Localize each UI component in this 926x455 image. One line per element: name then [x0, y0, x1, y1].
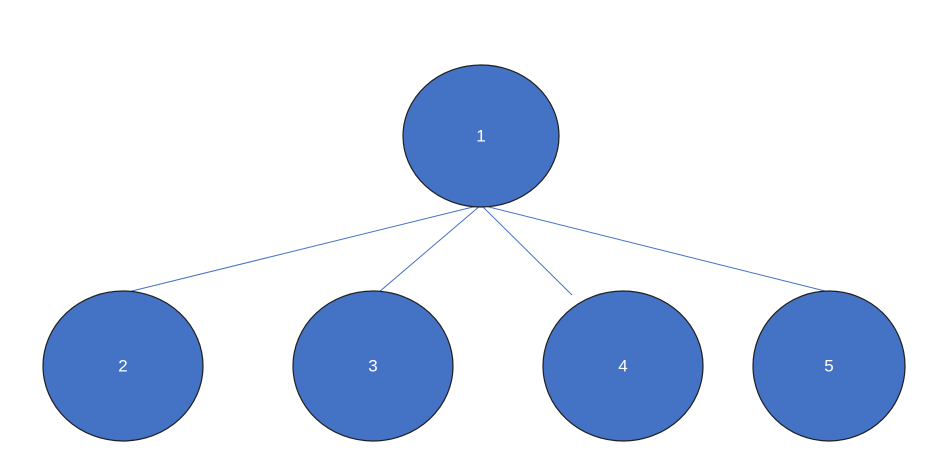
node-2[interactable]: 2	[42, 290, 204, 442]
node-shape-5[interactable]	[752, 290, 906, 442]
node-shape-2[interactable]	[42, 290, 204, 442]
node-4[interactable]: 4	[542, 290, 704, 442]
edge-1-to-4	[480, 204, 573, 296]
node-5[interactable]: 5	[752, 290, 906, 442]
edge-1-to-2	[127, 204, 482, 293]
nodes-group: 1 2 3 4 5	[42, 64, 906, 442]
edge-1-to-5	[480, 204, 834, 294]
node-label-3: 3	[368, 357, 377, 376]
node-3[interactable]: 3	[292, 290, 454, 442]
node-1[interactable]: 1	[402, 64, 560, 208]
node-label-1: 1	[476, 127, 485, 146]
node-label-2: 2	[118, 357, 127, 376]
node-shape-3[interactable]	[292, 290, 454, 442]
node-label-5: 5	[824, 357, 833, 376]
edge-1-to-3	[378, 204, 482, 293]
node-label-4: 4	[618, 357, 627, 376]
node-shape-4[interactable]	[542, 290, 704, 442]
node-shape-1[interactable]	[402, 64, 560, 208]
edges-group	[127, 204, 834, 296]
